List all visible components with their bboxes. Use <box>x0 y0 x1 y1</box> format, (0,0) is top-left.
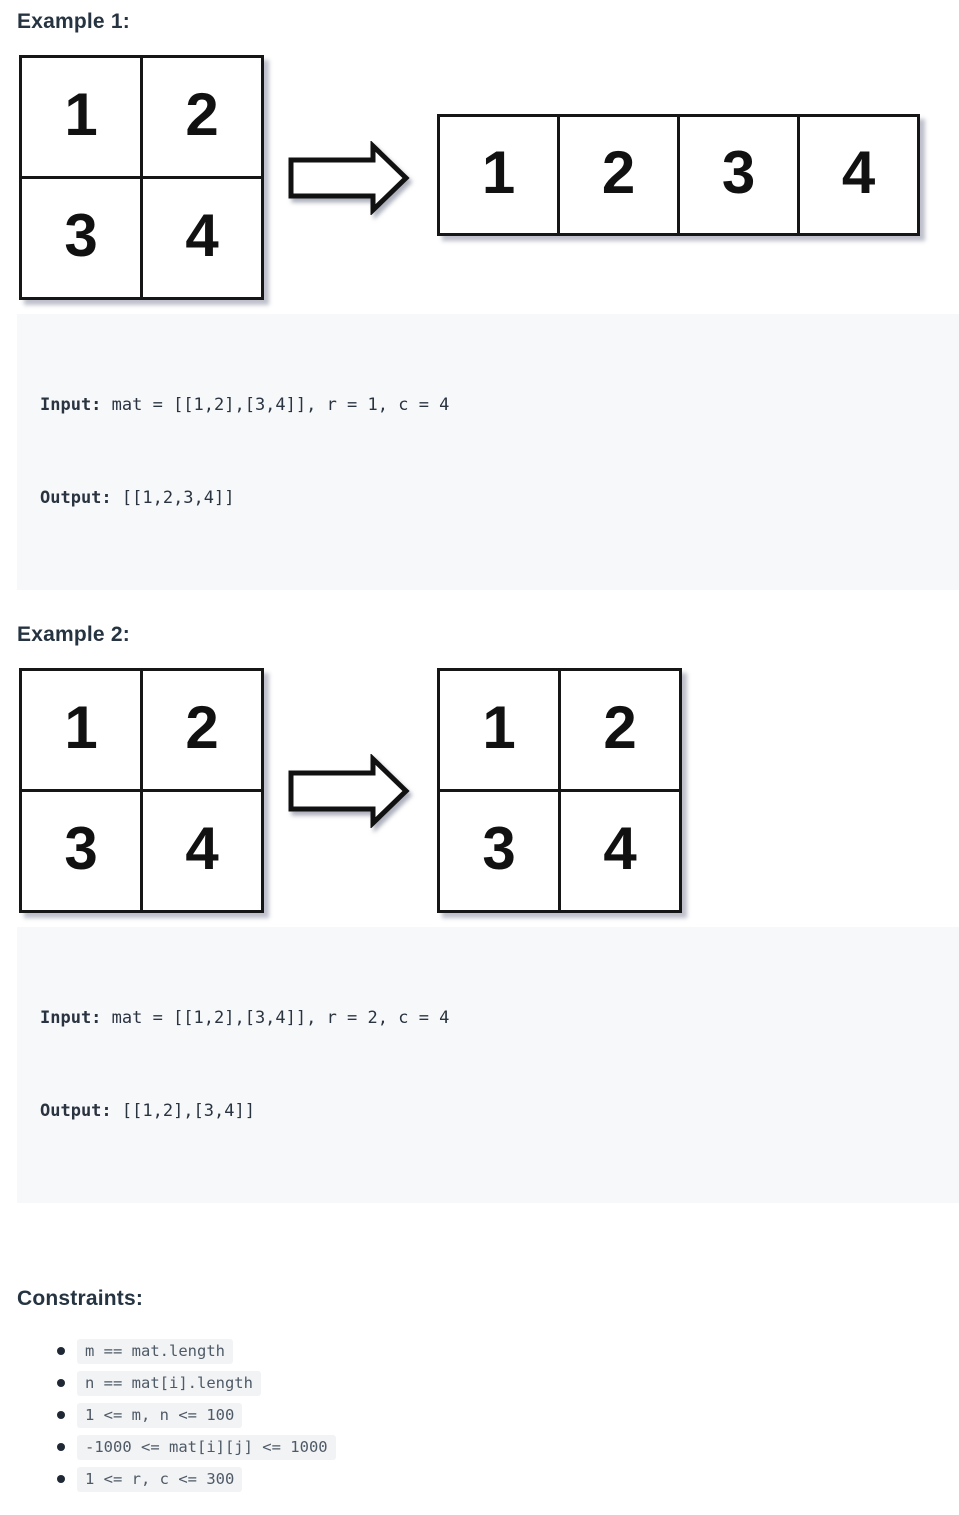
matrix-cell: 2 <box>560 117 677 233</box>
input-value: mat = [[1,2],[3,4]], r = 2, c = 4 <box>101 1008 450 1028</box>
constraint-code: m == mat.length <box>77 1338 233 1364</box>
input-line: Input: mat = [[1,2],[3,4]], r = 2, c = 4 <box>40 1003 935 1034</box>
constraint-code: 1 <= r, c <= 300 <box>77 1466 243 1492</box>
example-1-input-matrix: 1 2 3 4 <box>19 55 264 300</box>
matrix-cell: 1 <box>22 58 140 176</box>
example-2-heading: Example 2: <box>17 623 130 646</box>
example-1-output-matrix: 1 2 3 4 <box>437 114 920 236</box>
example-2-io-block: Input: mat = [[1,2],[3,4]], r = 2, c = 4… <box>17 927 959 1203</box>
output-label: Output: <box>40 488 112 508</box>
input-line: Input: mat = [[1,2],[3,4]], r = 1, c = 4 <box>40 390 935 421</box>
matrix-cell: 3 <box>680 117 797 233</box>
constraint-code: n == mat[i].length <box>77 1370 261 1396</box>
constraint-item: 1 <= m, n <= 100 <box>17 1399 959 1431</box>
input-label: Input: <box>40 395 102 415</box>
constraint-item: n == mat[i].length <box>17 1367 959 1399</box>
example-2-input-matrix: 1 2 3 4 <box>19 668 264 913</box>
arrow-right-icon <box>288 754 410 828</box>
bullet-icon <box>57 1347 65 1355</box>
output-value: [[1,2,3,4]] <box>111 488 235 508</box>
matrix-cell: 4 <box>800 117 917 233</box>
output-line: Output: [[1,2,3,4]] <box>40 483 935 514</box>
matrix-cell: 1 <box>440 671 558 789</box>
matrix-cell: 2 <box>143 671 261 789</box>
constraints-section: Constraints: m == mat.length n == mat[i]… <box>17 1286 959 1495</box>
example-1-section: Example 1: 1 2 3 4 1 2 3 4 Input: mat = … <box>17 9 959 590</box>
matrix-cell: 2 <box>143 58 261 176</box>
output-line: Output: [[1,2],[3,4]] <box>40 1096 935 1127</box>
matrix-cell: 3 <box>22 792 140 910</box>
bullet-icon <box>57 1475 65 1483</box>
bullet-icon <box>57 1379 65 1387</box>
constraints-list: m == mat.length n == mat[i].length 1 <= … <box>17 1335 959 1495</box>
matrix-cell: 1 <box>22 671 140 789</box>
matrix-cell: 4 <box>143 179 261 297</box>
matrix-cell: 3 <box>22 179 140 297</box>
matrix-cell: 1 <box>440 117 557 233</box>
example-1-heading: Example 1: <box>17 10 130 33</box>
constraint-code: -1000 <= mat[i][j] <= 1000 <box>77 1434 336 1460</box>
constraint-code: 1 <= m, n <= 100 <box>77 1402 243 1428</box>
output-value: [[1,2],[3,4]] <box>111 1101 255 1121</box>
example-1-io-block: Input: mat = [[1,2],[3,4]], r = 1, c = 4… <box>17 314 959 590</box>
constraint-item: 1 <= r, c <= 300 <box>17 1463 959 1495</box>
matrix-cell: 4 <box>143 792 261 910</box>
example-2-section: Example 2: 1 2 3 4 1 2 3 4 Input: mat = … <box>17 622 959 1203</box>
constraint-item: m == mat.length <box>17 1335 959 1367</box>
example-1-figure: 1 2 3 4 1 2 3 4 <box>17 55 959 301</box>
example-2-figure: 1 2 3 4 1 2 3 4 <box>17 668 959 914</box>
example-2-output-matrix: 1 2 3 4 <box>437 668 682 913</box>
input-label: Input: <box>40 1008 102 1028</box>
matrix-cell: 4 <box>561 792 679 910</box>
output-label: Output: <box>40 1101 112 1121</box>
arrow-right-icon <box>288 141 410 215</box>
input-value: mat = [[1,2],[3,4]], r = 1, c = 4 <box>101 395 450 415</box>
matrix-cell: 2 <box>561 671 679 789</box>
matrix-cell: 3 <box>440 792 558 910</box>
bullet-icon <box>57 1443 65 1451</box>
constraint-item: -1000 <= mat[i][j] <= 1000 <box>17 1431 959 1463</box>
bullet-icon <box>57 1411 65 1419</box>
constraints-heading: Constraints: <box>17 1287 144 1310</box>
